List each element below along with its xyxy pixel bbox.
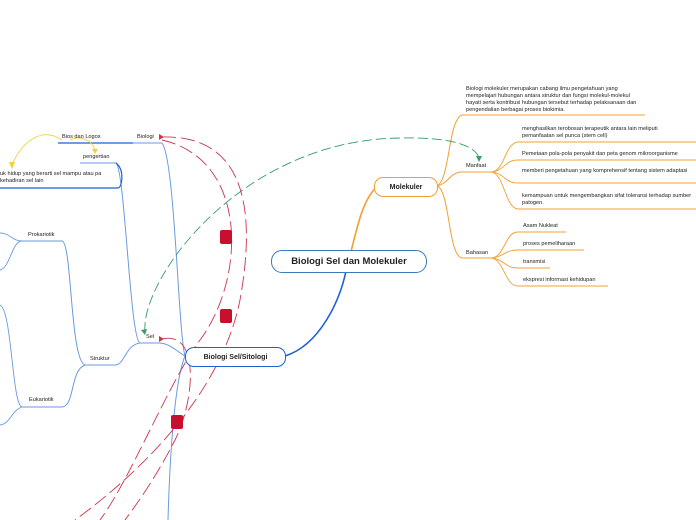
sel-node[interactable]: Sel xyxy=(146,334,155,340)
bios-logos-node[interactable]: Bios dan Logos xyxy=(62,134,101,140)
sitologi-node[interactable]: Biologi Sel/Sitologi xyxy=(185,347,286,367)
arrow-red-biologi xyxy=(159,134,164,140)
branch-prokariotik-b xyxy=(0,240,23,271)
prokariotik-node[interactable]: Prokariotik xyxy=(28,232,55,238)
branch-sitologi-sel xyxy=(140,342,186,357)
arrow-sel-green xyxy=(141,329,147,335)
branch-manfaat-2 xyxy=(491,159,696,173)
arrow-manfaat xyxy=(476,156,482,162)
bahasan-item-1[interactable]: Asam Nukleat xyxy=(523,223,558,229)
pengertian-node[interactable]: pengertian xyxy=(83,154,110,160)
branch-eukariotik-a xyxy=(0,304,23,408)
branch-molekuler-bahasan xyxy=(436,185,492,259)
branch-bahasan-3 xyxy=(491,257,550,269)
branch-manfaat-3 xyxy=(491,171,696,184)
branch-molekuler-manfaat xyxy=(436,171,492,187)
bahasan-item-4[interactable]: ekspresi informasi kehidupan xyxy=(523,277,596,283)
branch-pengertian-text xyxy=(0,162,123,189)
manfaat-item-3[interactable]: memberi pengetahuan yang komprehensif te… xyxy=(522,168,688,174)
branch-bahasan-2 xyxy=(491,249,584,259)
struktur-node[interactable]: Struktur xyxy=(90,356,110,362)
branch-struktur-eukariotik xyxy=(22,364,86,408)
branch-sel-pengertian xyxy=(80,162,141,344)
branch-manfaat-4 xyxy=(491,171,696,210)
arrow-biologi-bioslogos xyxy=(92,149,98,154)
root-label: Biologi Sel dan Molekuler xyxy=(291,256,407,267)
link-red-sel xyxy=(124,337,191,520)
arrow-red-sel xyxy=(159,336,164,342)
molekuler-label: Molekuler xyxy=(389,183,423,191)
link-red-biologi-outer xyxy=(74,136,247,520)
link-sel-manfaat xyxy=(144,137,480,333)
sitologi-label: Biologi Sel/Sitologi xyxy=(203,353,268,361)
bahasan-node[interactable]: Bahasan xyxy=(466,250,489,256)
branch-bahasan-4 xyxy=(491,257,608,287)
root-node[interactable]: Biologi Sel dan Molekuler xyxy=(271,250,427,273)
molekuler-node[interactable]: Molekuler xyxy=(374,177,438,197)
manfaat-item-2[interactable]: Pemetaan pola-pola penyakit dan peta gen… xyxy=(522,151,678,157)
branch-molekuler-definition xyxy=(436,114,645,187)
branch-bahasan-1 xyxy=(491,231,566,259)
branch-eukariotik-b xyxy=(0,406,23,426)
manfaat-node[interactable]: Manfaat xyxy=(466,163,487,169)
bahasan-item-2[interactable]: proses pemeliharaan xyxy=(523,241,576,247)
branch-root-sitologi xyxy=(284,270,347,357)
biologi-node[interactable]: Biologi xyxy=(137,134,154,140)
relationship-marker[interactable] xyxy=(220,230,232,244)
branch-sitologi-biologi xyxy=(133,142,186,357)
relationship-marker[interactable] xyxy=(171,415,183,429)
link-bioslogos-biologi xyxy=(69,137,96,151)
pengertian-text[interactable]: uk hidup yang berarti sel mampu atau pa … xyxy=(0,171,102,184)
arrow-pengertian xyxy=(9,162,15,169)
branch-sel-struktur xyxy=(85,342,141,366)
branch-struktur-prokariotik xyxy=(22,240,86,366)
link-bioslogos-pengertian xyxy=(11,134,63,166)
molekuler-definition[interactable]: Biologi molekuler merupakan cabang ilmu … xyxy=(466,86,637,113)
relationship-marker[interactable] xyxy=(220,309,232,323)
manfaat-item-1[interactable]: menghasilkan terobosan terapeutik antara… xyxy=(522,126,658,139)
eukariotik-node[interactable]: Eukariotik xyxy=(29,397,54,403)
branch-sitologi-down xyxy=(167,355,186,520)
branch-manfaat-1 xyxy=(491,141,696,173)
branch-prokariotik-a xyxy=(0,232,23,242)
link-red-biologi-inner xyxy=(99,139,232,520)
bahasan-item-3[interactable]: transmisi xyxy=(523,259,546,265)
manfaat-item-4[interactable]: kemampuan untuk mengembangkan sifat tole… xyxy=(522,193,692,206)
